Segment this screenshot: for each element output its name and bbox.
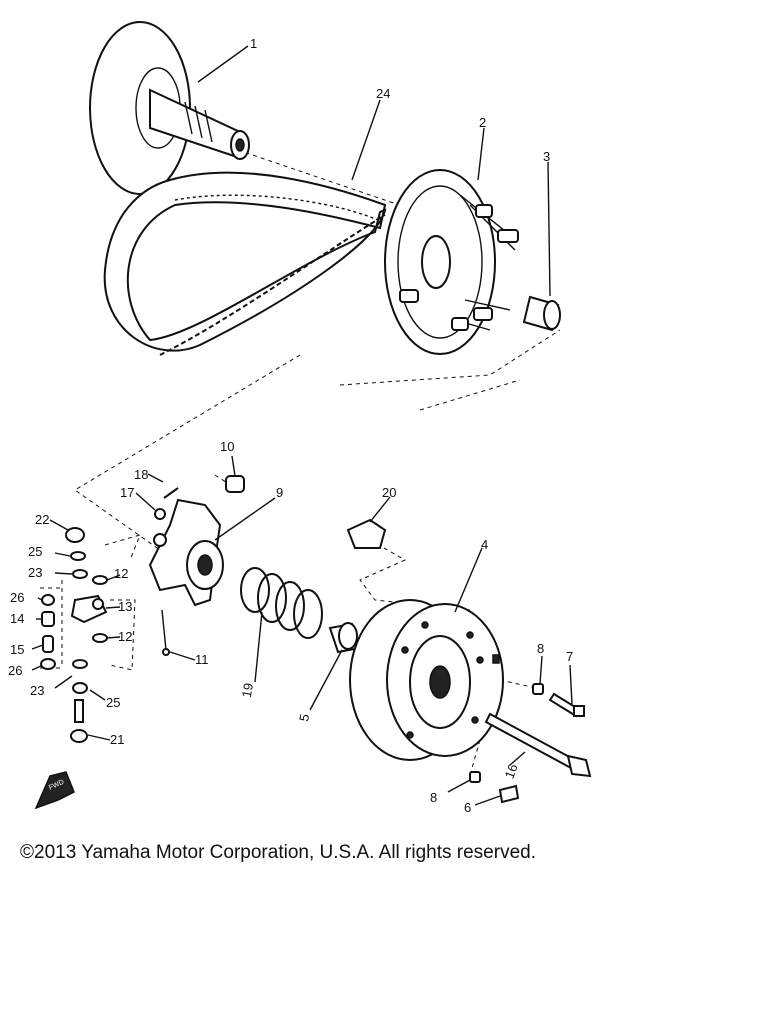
- part-25-washer-lower: [72, 682, 88, 694]
- exploded-parts-diagram: FWD 1 24 2: [8, 21, 592, 815]
- callout-16: 16: [502, 762, 521, 781]
- part-9-spider-arm: [148, 498, 224, 607]
- callout-8a: 8: [537, 641, 544, 656]
- part-14-sleeve: [41, 611, 55, 627]
- part-2-sliding-sheave: [384, 169, 519, 355]
- callout-labels: 1 24 2 3 10 18 17 9 20 22 25 23 12 26 13…: [8, 36, 573, 815]
- part-10-cap: [225, 475, 245, 493]
- leader-lines: [31, 45, 573, 806]
- part-7-bolt: [548, 692, 585, 718]
- callout-15: 15: [10, 642, 24, 657]
- part-21-bolt: [70, 699, 88, 743]
- callout-3: 3: [543, 149, 550, 164]
- callout-11: 11: [195, 652, 209, 667]
- part-20-weight: [346, 518, 387, 549]
- copyright-notice: ©2013 Yamaha Motor Corporation, U.S.A. A…: [20, 842, 536, 863]
- callout-7: 7: [566, 649, 573, 664]
- fwd-arrow-icon: FWD: [34, 771, 75, 810]
- callout-6: 6: [464, 800, 471, 815]
- callout-24: 24: [376, 86, 390, 101]
- part-26-collar-upper: [41, 594, 55, 606]
- part-22-nut: [65, 527, 85, 543]
- callout-12b: 12: [118, 629, 132, 644]
- callout-10: 10: [220, 439, 234, 454]
- callout-9: 9: [276, 485, 283, 500]
- part-26-collar-lower: [40, 658, 56, 670]
- part-12-washer-lower: [92, 633, 108, 643]
- part-5-collar: [328, 622, 362, 654]
- part-24-drive-belt: [103, 171, 387, 356]
- part-1-primary-sheave: [89, 21, 250, 195]
- callout-22: 22: [35, 512, 49, 527]
- part-8-nut-b: [469, 771, 481, 783]
- callout-23b: 23: [30, 683, 44, 698]
- callout-21: 21: [110, 732, 124, 747]
- callout-25b: 25: [106, 695, 120, 710]
- part-16-bolt: [484, 712, 592, 778]
- part-25-washer-upper: [70, 551, 86, 561]
- callout-17: 17: [120, 485, 134, 500]
- part-19-spring: [240, 567, 323, 639]
- part-8-nut-a: [532, 683, 544, 695]
- part-23-washer-upper: [72, 569, 88, 579]
- callout-2: 2: [479, 115, 486, 130]
- part-17-cap: [154, 508, 166, 520]
- part-15-pin: [42, 635, 54, 653]
- part-12-washer-upper: [92, 575, 108, 585]
- part-3-bushing: [522, 295, 561, 332]
- callout-25a: 25: [28, 544, 42, 559]
- part-18-pin: [163, 487, 179, 499]
- callout-14: 14: [10, 611, 24, 626]
- part-23-washer-lower: [72, 659, 88, 669]
- callout-26b: 26: [8, 663, 22, 678]
- callout-12a: 12: [114, 566, 128, 581]
- callout-8b: 8: [430, 790, 437, 805]
- part-4-fixed-sheave: [349, 599, 504, 761]
- callout-18: 18: [134, 467, 148, 482]
- callout-26a: 26: [10, 590, 24, 605]
- part-11-pin: [161, 609, 170, 656]
- callout-20: 20: [382, 485, 396, 500]
- callout-1: 1: [250, 36, 257, 51]
- callout-19: 19: [239, 682, 256, 699]
- callout-23a: 23: [28, 565, 42, 580]
- part-6-bolt: [498, 784, 520, 804]
- callout-5: 5: [296, 713, 312, 723]
- callout-4: 4: [481, 537, 488, 552]
- callout-13: 13: [118, 599, 132, 614]
- part-13-arm: [70, 594, 108, 624]
